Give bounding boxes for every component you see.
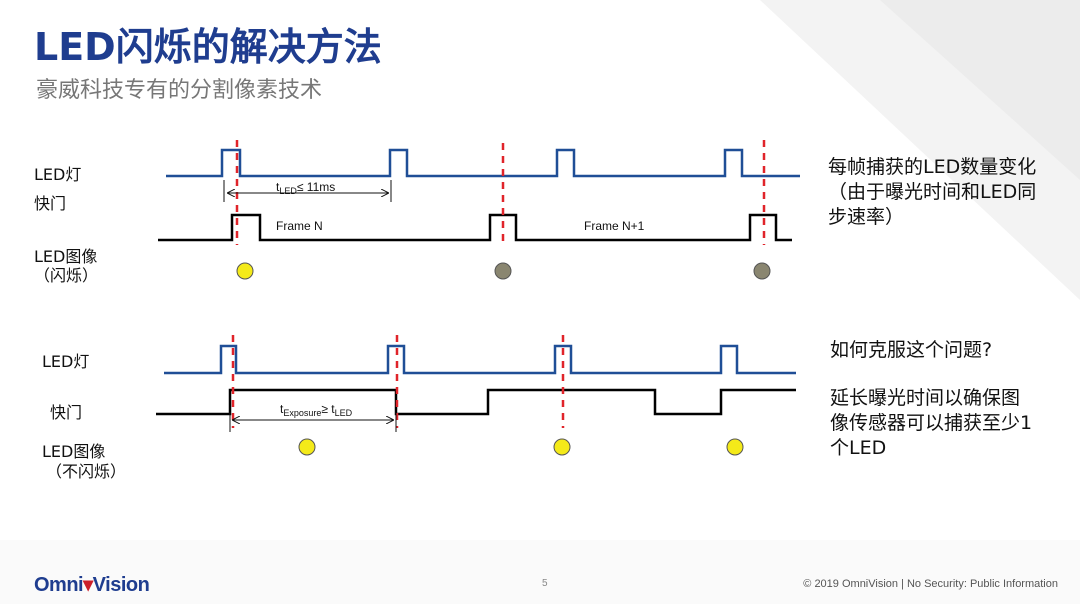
bottom-note-line-2: 像传感器可以捕获至少1 (830, 412, 1033, 434)
top-dimension-label: tLED≤ 11ms (276, 180, 335, 196)
bottom-shutter-label: 快门 (50, 403, 83, 422)
top-shutter-label: 快门 (34, 194, 67, 213)
top-note: 每帧捕获的LED数量变化 （由于曝光时间和LED同 步速率） (828, 155, 1036, 230)
top-shutter-waveform (158, 213, 792, 242)
bottom-led-dot-2 (553, 438, 571, 456)
top-note-line-3: 步速率） (828, 206, 905, 228)
page-title: LED闪烁的解决方法 (34, 25, 382, 69)
frame-n1-label: Frame N+1 (584, 219, 645, 233)
bottom-led-waveform (164, 344, 796, 375)
bottom-led-dot-3 (726, 438, 744, 456)
top-led-dot-3 (753, 262, 771, 280)
bottom-dimension-label: tExposure≥ tLED (280, 402, 353, 418)
bottom-led-label: LED灯 (42, 352, 90, 371)
bottom-note-line-1: 延长曝光时间以确保图 (830, 387, 1021, 409)
top-led-label: LED灯 (34, 165, 82, 184)
logo-v-mark: ▾ (83, 574, 93, 596)
top-led-waveform (166, 148, 800, 178)
frame-n-label: Frame N (276, 219, 323, 233)
bottom-image-note: （不闪烁） (46, 462, 127, 481)
top-note-line-1: 每帧捕获的LED数量变化 (828, 156, 1037, 178)
top-led-dot-1 (236, 262, 254, 280)
omnivision-logo: Omni▾Vision (34, 574, 150, 596)
top-led-dots (236, 262, 771, 280)
bottom-note-line-3: 个LED (830, 437, 887, 459)
copyright-text: © 2019 OmniVision | No Security: Public … (803, 578, 1058, 590)
question-note: 如何克服这个问题? (830, 339, 993, 361)
top-note-line-2: （由于曝光时间和LED同 (828, 181, 1037, 203)
page-subtitle: 豪威科技专有的分割像素技术 (36, 78, 323, 103)
page-number: 5 (542, 578, 548, 589)
bottom-image-label: LED图像 (42, 442, 106, 461)
bottom-led-dots (298, 438, 744, 456)
bottom-shutter-waveform (156, 388, 796, 416)
top-image-note: （闪烁） (34, 266, 99, 285)
bottom-led-dot-1 (298, 438, 316, 456)
bottom-note: 延长曝光时间以确保图 像传感器可以捕获至少1 个LED (830, 386, 1032, 461)
top-image-label: LED图像 (34, 247, 98, 266)
top-led-dot-2 (494, 262, 512, 280)
